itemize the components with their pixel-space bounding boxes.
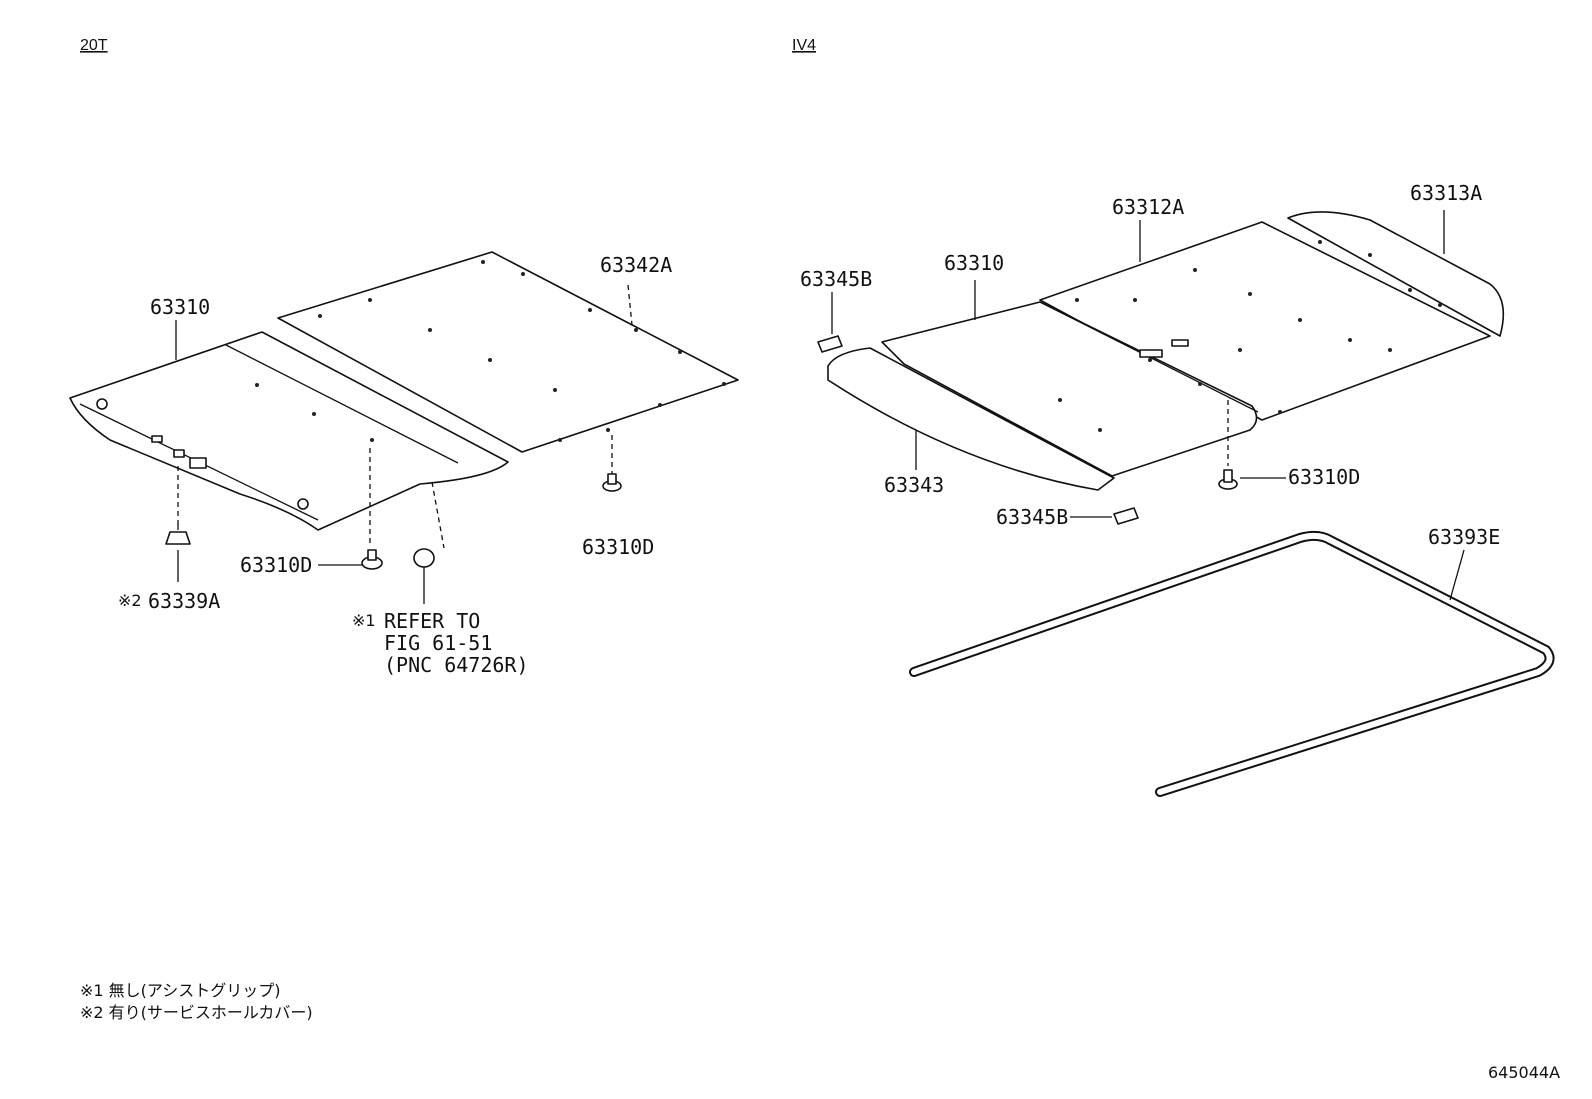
label-63310D-mid: 63310D — [582, 535, 654, 559]
footnote-1: ※1 無し(アシストグリップ) — [80, 981, 281, 1000]
label-63312A: 63312A — [1112, 195, 1184, 219]
refer-line3: (PNC 64726R) — [384, 653, 529, 677]
headliner-crease — [225, 344, 459, 464]
header-20T: 20T — [80, 37, 108, 54]
label-63339A: 63339A — [148, 589, 220, 613]
refer-mark: ※1 — [352, 611, 376, 630]
leader — [1449, 549, 1465, 601]
label-63393E: 63393E — [1428, 525, 1500, 549]
cutout — [151, 435, 163, 443]
refer-line2: FIG 61-51 — [384, 631, 492, 655]
label-63343: 63343 — [884, 473, 944, 497]
label-63310D-left: 63310D — [240, 553, 312, 577]
label-63313A: 63313A — [1410, 181, 1482, 205]
refer-line1: REFER TO — [384, 609, 480, 633]
roof-panel-63313A — [1287, 211, 1505, 337]
leader — [431, 481, 445, 549]
clip-63310D-right — [1218, 469, 1238, 490]
label-63310-right: 63310 — [944, 251, 1004, 275]
hole — [96, 398, 108, 410]
left-headliner-assembly — [69, 251, 739, 531]
headliner-crease — [1047, 305, 1259, 413]
cutout — [189, 457, 207, 469]
figure-id: 645044A — [1488, 1063, 1560, 1082]
headliner-63310-right — [881, 301, 1258, 477]
cutout — [173, 449, 185, 458]
label-63310-left: 63310 — [150, 295, 210, 319]
clip-63339A — [165, 524, 191, 545]
label-63345B-bottom: 63345B — [996, 505, 1068, 529]
hole — [297, 498, 309, 510]
footnote-2: ※2 有り(サービスホールカバー) — [80, 1003, 313, 1022]
right-headliner-assembly — [827, 211, 1505, 491]
header-IV4: IV4 — [792, 37, 816, 54]
clip-63310D-mid — [602, 473, 622, 492]
leader — [627, 284, 633, 326]
pad-63345B-top — [817, 335, 843, 353]
label-63342A: 63342A — [600, 253, 672, 277]
panel-63343 — [827, 347, 1115, 491]
assist-grip-cover — [413, 548, 435, 568]
label-63345B-top: 63345B — [800, 267, 872, 291]
pad-63345B-bottom — [1113, 507, 1139, 525]
roof-panel-63342A — [277, 251, 739, 453]
label-63310D-right: 63310D — [1288, 465, 1360, 489]
headliner-63310 — [69, 331, 509, 531]
label-63339A-mark: ※2 — [118, 591, 142, 610]
clip-63310D-left — [361, 549, 383, 570]
weatherstrip-63393E — [909, 530, 1555, 797]
